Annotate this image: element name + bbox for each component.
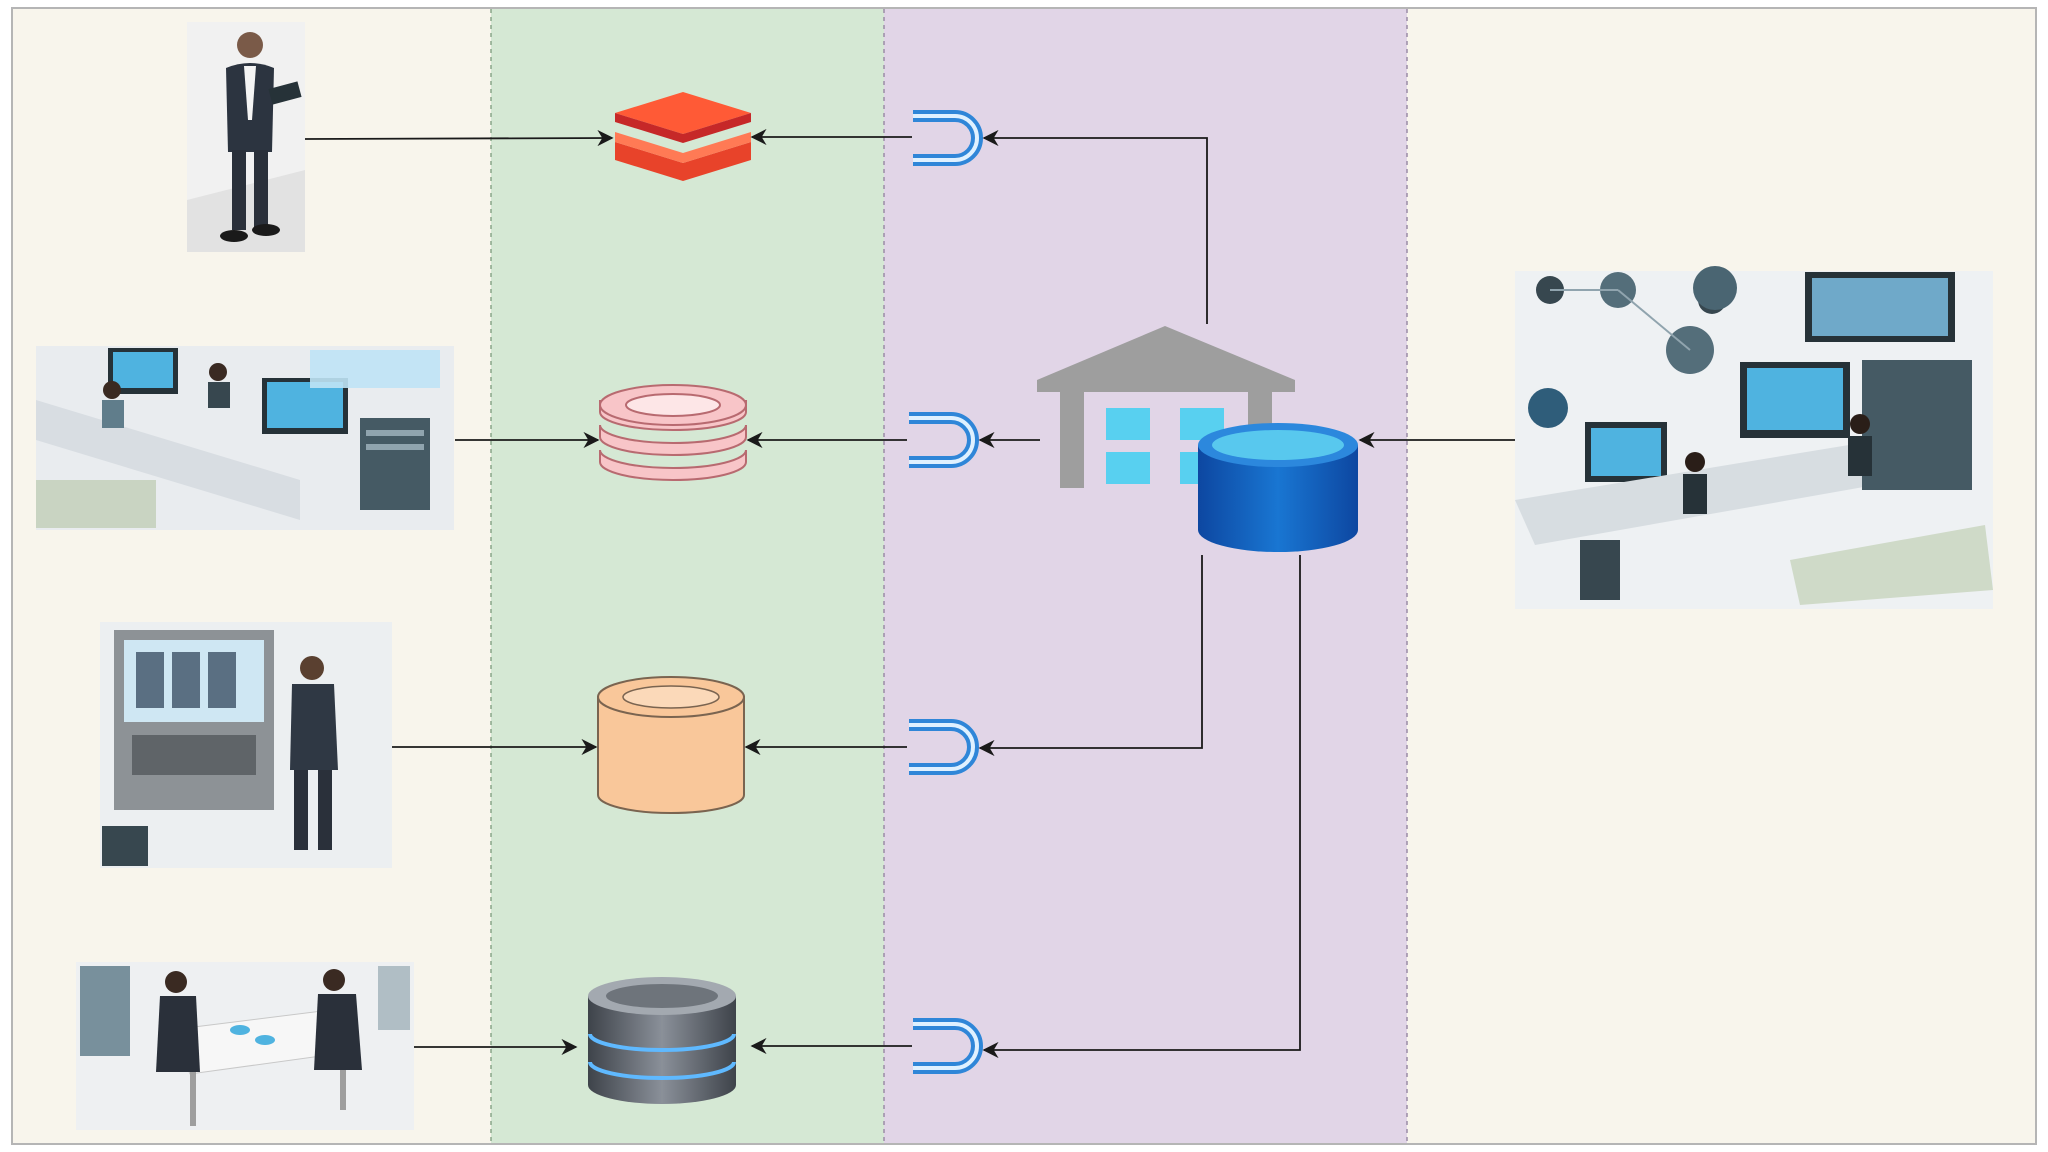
arrow-warehouse-to-magnet1 xyxy=(982,129,1208,324)
arrows xyxy=(304,128,1515,1059)
magnet-connector-icon xyxy=(909,412,979,468)
magnet-connector-icon xyxy=(913,110,983,166)
cylinder-database-icon xyxy=(597,676,745,814)
store-lane xyxy=(491,9,884,1143)
finance-office-illustration xyxy=(1515,266,1993,609)
magnet-connector-icon xyxy=(913,1018,983,1074)
databricks-icon xyxy=(615,92,751,181)
trading-kiosk-illustration xyxy=(100,622,392,868)
arrow-lake-to-magnet4 xyxy=(982,555,1301,1059)
magnet-connector-icon xyxy=(909,719,979,775)
arrow-lake-to-magnet3 xyxy=(978,555,1203,757)
arrow-user1-to-databricks xyxy=(304,129,614,147)
serve-lane xyxy=(884,9,1407,1143)
office-workstations-illustration xyxy=(36,346,454,530)
ring-database-icon xyxy=(599,384,747,481)
businessman-standing-illustration xyxy=(187,22,305,252)
meeting-table-illustration xyxy=(76,962,414,1130)
dark-database-icon xyxy=(588,977,736,1104)
data-lake-cylinder-icon xyxy=(1198,423,1358,552)
